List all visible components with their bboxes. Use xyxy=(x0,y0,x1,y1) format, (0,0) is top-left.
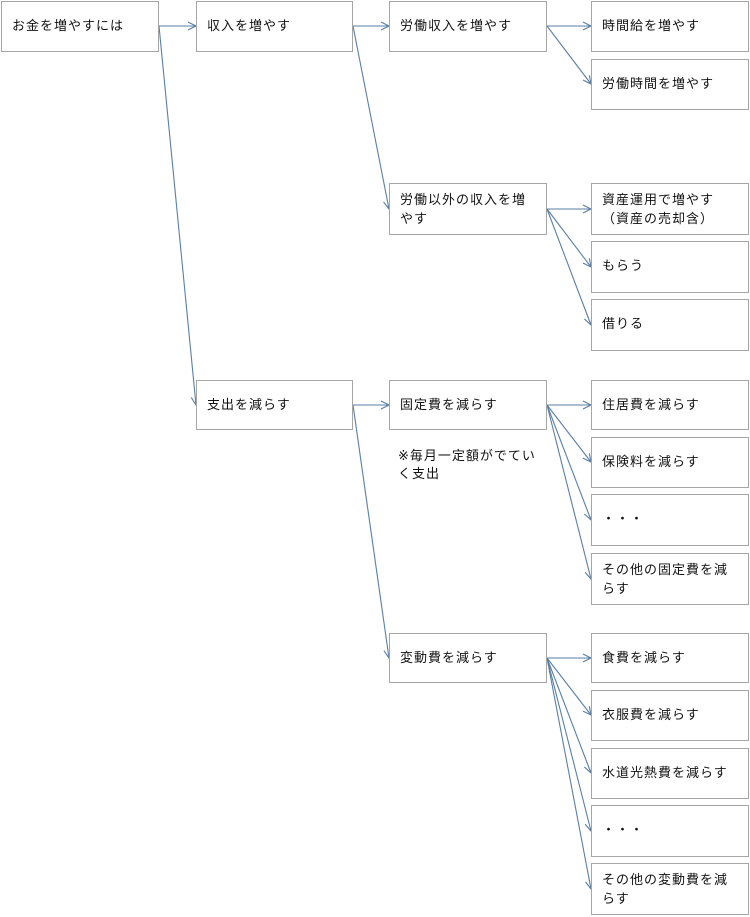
arrow xyxy=(546,208,591,325)
node-labor-income: 労働収入を増やす xyxy=(389,1,547,52)
node-expense: 支出を減らす xyxy=(196,380,353,430)
node-asset-management: 資産運用で増やす（資産の売却含） xyxy=(591,183,749,235)
fixed-cost-note: ※毎月一定額がでていく支出 xyxy=(398,449,536,482)
node-variable-cost: 変動費を減らす xyxy=(389,633,547,683)
arrow xyxy=(546,657,591,831)
arrow xyxy=(158,25,196,405)
node-non-labor-income: 労働以外の収入を増やす xyxy=(389,183,547,235)
node-other-variable: その他の変動費を減らす xyxy=(591,863,749,915)
arrow xyxy=(546,657,591,715)
arrow xyxy=(546,25,591,84)
node-fixed-cost: 固定費を減らす xyxy=(389,380,547,430)
node-hourly-wage: 時間給を増やす xyxy=(591,1,749,52)
node-insurance: 保険料を減らす xyxy=(591,437,749,488)
node-food: 食費を減らす xyxy=(591,633,749,683)
node-work-hours: 労働時間を増やす xyxy=(591,59,749,110)
arrow xyxy=(546,657,591,889)
arrow xyxy=(546,404,591,462)
node-variable-ellipsis: ・・・ xyxy=(591,805,749,857)
node-income: 収入を増やす xyxy=(196,1,353,52)
arrow xyxy=(352,25,389,209)
node-utilities: 水道光熱費を減らす xyxy=(591,748,749,799)
node-clothing: 衣服費を減らす xyxy=(591,690,749,741)
node-receive: もらう xyxy=(591,241,749,293)
arrow xyxy=(352,404,389,658)
node-root: お金を増やすには xyxy=(1,1,159,52)
node-fixed-ellipsis: ・・・ xyxy=(591,494,749,546)
node-borrow: 借りる xyxy=(591,299,749,351)
node-housing: 住居費を減らす xyxy=(591,380,749,430)
arrow xyxy=(546,657,591,773)
node-other-fixed: その他の固定費を減らす xyxy=(591,553,749,605)
arrow xyxy=(546,404,591,579)
arrow xyxy=(546,208,591,267)
arrow xyxy=(546,404,591,520)
